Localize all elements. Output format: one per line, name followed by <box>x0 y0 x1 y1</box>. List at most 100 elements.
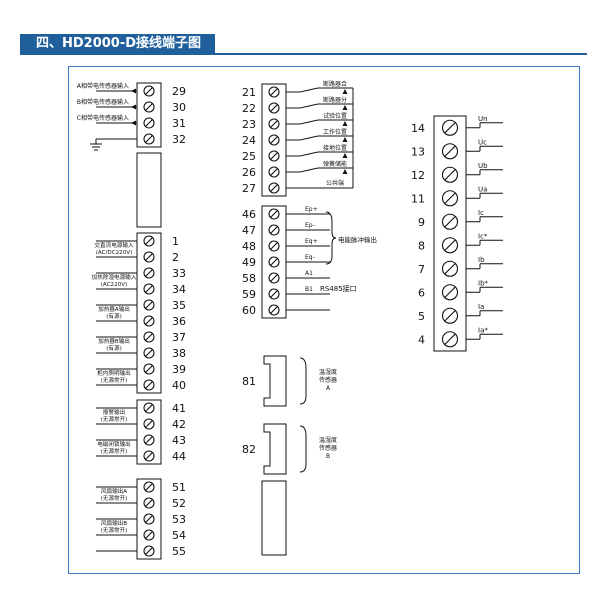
screw-slot <box>444 192 456 205</box>
screw-slot <box>145 483 153 491</box>
terminal-number: 51 <box>172 481 186 494</box>
status-label: 接地位置 <box>323 144 347 152</box>
terminal-number: 55 <box>172 545 186 558</box>
current-voltage-label: Ib <box>478 256 485 264</box>
terminal-number: 23 <box>242 118 256 131</box>
terminal-label: 交直流电源输入 <box>94 241 134 249</box>
screw-slot <box>270 168 278 176</box>
screw-slot <box>270 152 278 160</box>
terminal-number: 29 <box>172 85 186 98</box>
status-label: 断路器分 <box>323 96 347 104</box>
arrow-icon <box>342 105 348 110</box>
terminal-number: 32 <box>172 133 186 146</box>
screw-slot <box>444 309 456 322</box>
terminal-number: 13 <box>411 145 425 158</box>
arrow-icon <box>131 120 136 126</box>
terminal-wire <box>299 167 319 173</box>
blank-terminal-block <box>136 152 162 228</box>
terminal-number: 43 <box>172 434 186 447</box>
screw-slot <box>145 515 153 523</box>
terminal-number: 12 <box>411 169 425 182</box>
terminal-number: 7 <box>418 263 425 276</box>
screw-slot <box>270 258 278 266</box>
screw-slot <box>270 136 278 144</box>
screw-slot <box>145 317 153 325</box>
diagram-frame <box>68 66 580 574</box>
screw-slot <box>145 269 153 277</box>
terminal-number: 2 <box>172 251 179 264</box>
screw-slot <box>145 365 153 373</box>
current-voltage-label: Ic <box>478 209 484 217</box>
screw-slot <box>270 120 278 128</box>
screw-slot <box>145 404 153 412</box>
terminal-number: 48 <box>242 240 256 253</box>
terminal-number: 49 <box>242 256 256 269</box>
current-voltage-label: Ib* <box>478 279 489 287</box>
screw-slot <box>444 333 456 346</box>
terminal-number: 27 <box>242 182 256 195</box>
terminal-label: (无源常开) <box>101 526 128 534</box>
sensor-brace <box>299 357 307 405</box>
terminal-label: (有源) <box>106 312 122 320</box>
terminal-number: 36 <box>172 315 186 328</box>
screw-slot <box>270 274 278 282</box>
screw-slot <box>270 290 278 298</box>
section-title: 四、HD2000-D接线端子图 <box>20 34 216 54</box>
arrow-icon <box>342 153 348 158</box>
screw-slot <box>444 121 456 134</box>
terminal-label: 柜内照明输出 <box>97 369 131 377</box>
terminal-number: 40 <box>172 379 186 392</box>
screw-slot <box>145 301 153 309</box>
terminal-number: 22 <box>242 102 256 115</box>
arrow-icon <box>131 104 136 110</box>
terminal-number: 9 <box>418 216 425 229</box>
terminal-wire <box>299 87 319 93</box>
sensor-label: B <box>326 453 330 460</box>
header-rule <box>20 53 587 55</box>
terminal-number: 54 <box>172 529 186 542</box>
arrow-icon <box>342 121 348 126</box>
terminal-label: 加热器A输出 <box>98 305 130 313</box>
terminal-wire <box>299 103 319 109</box>
terminal-label: B相带电传感器输入 <box>77 98 129 106</box>
screw-slot <box>145 103 153 111</box>
terminal-number: 60 <box>242 304 256 317</box>
terminal-number: 38 <box>172 347 186 360</box>
terminal-number: 44 <box>172 450 186 463</box>
status-label: 工作位置 <box>323 128 347 136</box>
screw-slot <box>145 452 153 460</box>
screw-slot <box>145 333 153 341</box>
terminal-label: (AC/DC220V) <box>96 250 133 256</box>
terminal-number: 52 <box>172 497 186 510</box>
current-voltage-label: Ic* <box>478 232 488 240</box>
sensor-label: A <box>326 385 331 392</box>
terminal-label: 加热除湿电源输入 <box>92 273 137 281</box>
sensor-label: 传感器 <box>319 444 337 452</box>
status-label: 弹簧储能 <box>323 160 347 168</box>
sensor-label: 温湿度 <box>319 436 337 444</box>
terminal-number: 11 <box>411 192 425 205</box>
terminal-number: 81 <box>242 375 256 388</box>
screw-slot <box>145 253 153 261</box>
terminal-number: 24 <box>242 134 256 147</box>
current-voltage-label: Ia <box>478 303 484 311</box>
terminal-number: 41 <box>172 402 186 415</box>
terminal-number: 82 <box>242 443 256 456</box>
screw-slot <box>444 286 456 299</box>
screw-slot <box>270 88 278 96</box>
screw-slot <box>444 262 456 275</box>
terminal-number: 1 <box>172 235 179 248</box>
arrow-icon <box>342 89 348 94</box>
terminal-number: 53 <box>172 513 186 526</box>
terminal-label: A相带电传感器输入 <box>77 82 129 90</box>
sensor-brace <box>299 425 307 473</box>
arrow-icon <box>131 88 136 94</box>
terminal-number: 42 <box>172 418 186 431</box>
screw-slot <box>145 285 153 293</box>
status-label: 断路器合 <box>323 80 347 88</box>
sensor-label: 传感器 <box>319 376 337 384</box>
terminal-number: 30 <box>172 101 186 114</box>
screw-slot <box>145 381 153 389</box>
screw-slot <box>444 215 456 228</box>
terminal-label: (无源常开) <box>101 376 128 384</box>
